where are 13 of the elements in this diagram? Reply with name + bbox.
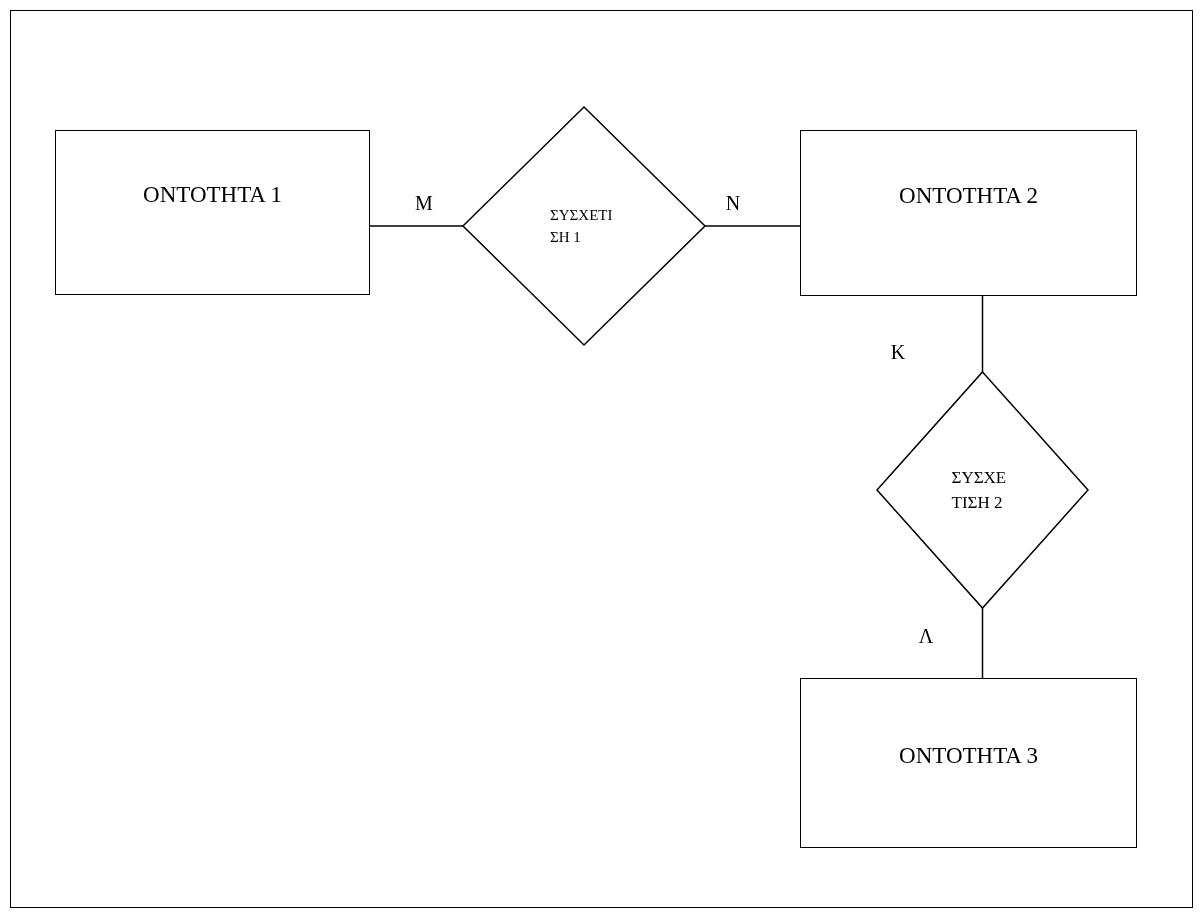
connector-line [981, 607, 984, 679]
entity-box: ΟΝΤΟΤΗΤΑ 2 [800, 130, 1137, 296]
connector-line [981, 295, 984, 373]
cardinality-label: K [890, 340, 906, 364]
relationship-label: ΣΥΣΧΕΤΙΣΗ 1 [550, 205, 614, 247]
connector-line [369, 225, 464, 227]
cardinality-label: M [415, 191, 433, 215]
relationship-label: ΣΥΣΧΕΤΙΣΗ 2 [951, 466, 1008, 514]
cardinality-label: N [725, 191, 741, 215]
entity-box: ΟΝΤΟΤΗΤΑ 1 [55, 130, 370, 295]
cardinality-label: Λ [918, 624, 934, 648]
connector-line [704, 225, 801, 227]
entity-box: ΟΝΤΟΤΗΤΑ 3 [800, 678, 1137, 848]
